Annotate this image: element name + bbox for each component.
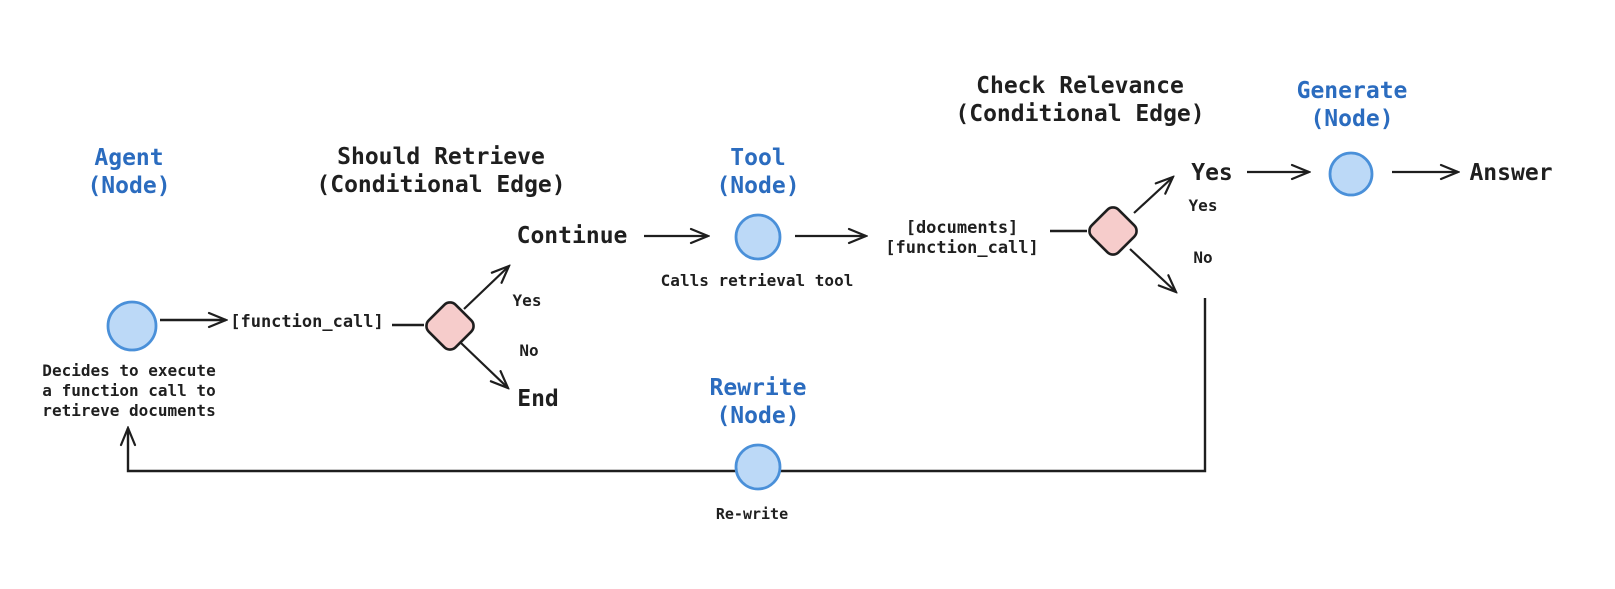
decision1-yes-label: Yes: [512, 291, 542, 311]
decision-check-relevance-diamond: [1088, 206, 1138, 256]
decision1-no-label: No: [519, 341, 539, 361]
edge-decision2-no-arrow: [1129, 248, 1176, 292]
tool-node-title: Tool (Node): [716, 145, 800, 199]
edge-no-loop-to-agent: [128, 298, 1207, 473]
node-agent-circle: [106, 300, 158, 352]
decision2-no-label: No: [1193, 248, 1213, 268]
node-rewrite-circle: [734, 443, 782, 491]
check-relevance-title: Check Relevance (Conditional Edge): [955, 73, 1205, 127]
continue-label: Continue: [516, 222, 628, 249]
agent-node-title: Agent (Node): [87, 145, 171, 199]
node-generate-circle: [1328, 151, 1374, 197]
edge-decision1-no-arrow: [460, 342, 508, 388]
agent-node-caption: Decides to execute a function call to re…: [42, 361, 216, 420]
answer-label: Answer: [1469, 159, 1553, 186]
documents-label: [documents] [function_call]: [885, 218, 1039, 258]
edge-decision2-yes-arrow: [1133, 177, 1173, 214]
should-retrieve-title: Should Retrieve (Conditional Edge): [316, 144, 566, 198]
decision-should-retrieve-diamond: [425, 301, 475, 351]
decision2-yes-label: Yes: [1188, 196, 1218, 216]
function-call-label: [function_call]: [230, 312, 384, 332]
generate-node-title: Generate (Node): [1296, 78, 1408, 132]
decision2-yes-branch-word: Yes: [1191, 159, 1233, 186]
node-tool-circle: [734, 213, 782, 261]
tool-node-caption: Calls retrieval tool: [660, 271, 854, 290]
end-label: End: [517, 385, 559, 412]
rewrite-node-title: Rewrite (Node): [709, 375, 807, 429]
edge-decision1-yes-arrow: [463, 266, 509, 310]
rewrite-node-caption: Re-write: [715, 505, 789, 523]
